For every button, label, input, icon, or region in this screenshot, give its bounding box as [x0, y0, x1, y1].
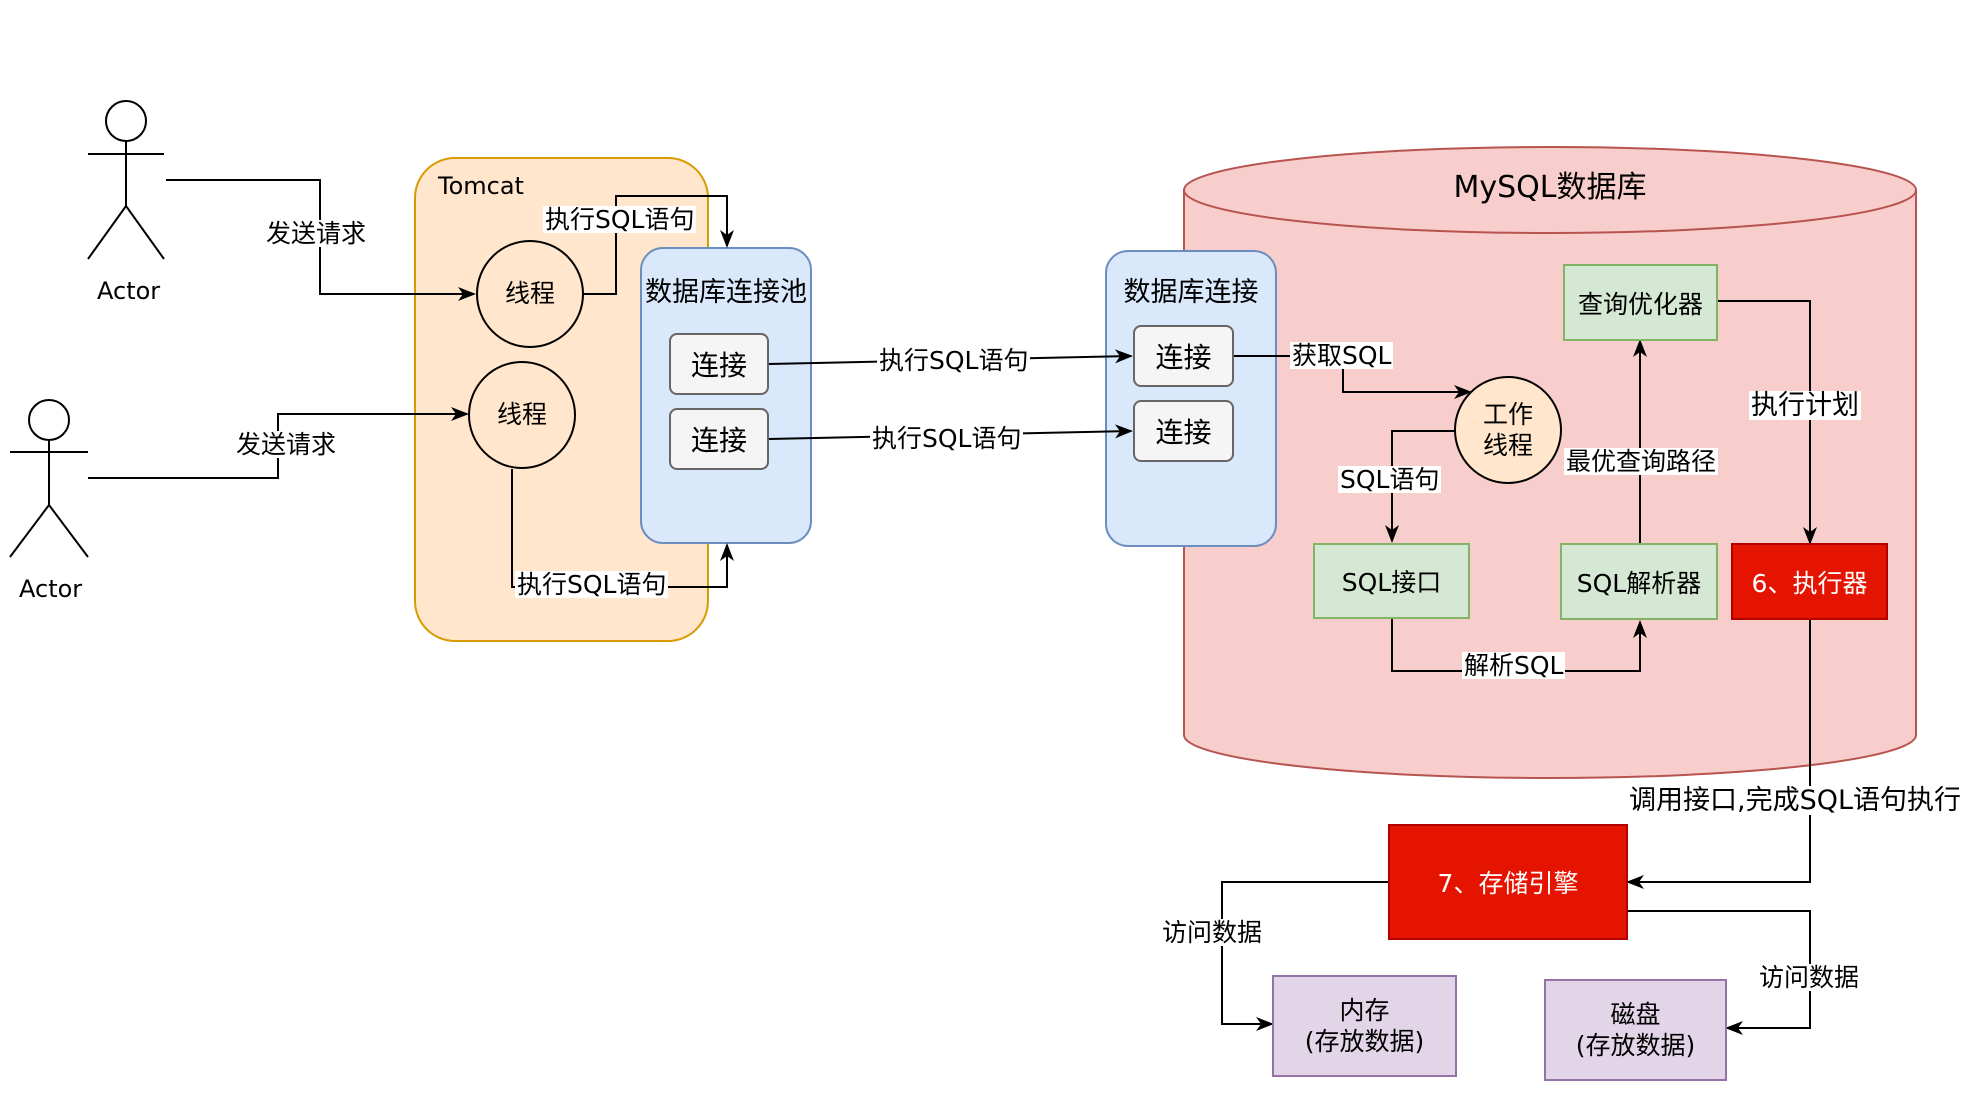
db-connection-container — [1105, 250, 1277, 547]
disk-box: 磁盘 (存放数据) — [1544, 979, 1727, 1081]
edge-optimizer-to-executor — [1717, 300, 1817, 545]
tomcat-title: Tomcat — [438, 172, 524, 200]
storage-engine: 7、存储引擎 — [1388, 824, 1628, 940]
memory-box: 内存 (存放数据) — [1272, 975, 1457, 1077]
edge-label-exec-sql-top: 执行SQL语句 — [543, 205, 697, 234]
executor: 6、执行器 — [1731, 543, 1888, 620]
actor-2-label: Actor — [19, 575, 83, 603]
actor-2-figure — [9, 399, 89, 558]
sql-parser: SQL解析器 — [1560, 543, 1718, 620]
worker-thread: 工作 线程 — [1454, 376, 1562, 484]
edge-thread-top-to-pool — [581, 195, 734, 295]
edge-label-exec-sql-link-2: 执行SQL语句 — [870, 424, 1024, 453]
edge-label-sql-statement: SQL语句 — [1338, 465, 1442, 494]
pool-connection-1: 连接 — [669, 333, 769, 395]
edge-executor-to-storage — [1626, 620, 1811, 889]
edge-label-exec-sql-bottom: 执行SQL语句 — [515, 570, 669, 599]
connection-pool-title: 数据库连接池 — [645, 277, 807, 308]
actor-1-label: Actor — [97, 277, 161, 305]
edge-label-send-request-1: 发送请求 — [264, 219, 369, 248]
pool-connection-2: 连接 — [669, 408, 769, 470]
db-connection-title: 数据库连接 — [1123, 277, 1259, 308]
edge-label-access-data-right: 访问数据 — [1757, 963, 1862, 992]
actor-1-figure — [87, 100, 165, 260]
edge-label-parse-sql: 解析SQL — [1462, 651, 1566, 680]
edge-label-send-request-2: 发送请求 — [234, 430, 339, 459]
edge-label-call-interface: 调用接口,完成SQL语句执行 — [1627, 785, 1964, 816]
db-connection-1: 连接 — [1133, 325, 1234, 387]
edge-storage-to-memory — [1221, 881, 1388, 1031]
sql-interface: SQL接口 — [1313, 543, 1470, 619]
edge-label-get-sql: 获取SQL — [1290, 341, 1394, 370]
edge-label-exec-sql-link-1: 执行SQL语句 — [877, 346, 1031, 375]
edge-label-best-path: 最优查询路径 — [1564, 447, 1719, 476]
edge-label-exec-plan: 执行计划 — [1749, 390, 1861, 421]
mysql-title: MySQL数据库 — [1453, 170, 1647, 205]
edge-db-conn-to-worker — [1234, 355, 1472, 399]
db-connection-2: 连接 — [1133, 400, 1234, 462]
edge-worker-to-sql-interface — [1385, 430, 1454, 543]
query-optimizer: 查询优化器 — [1563, 264, 1718, 341]
mysql-database-cylinder — [1183, 146, 1917, 779]
edge-label-access-data-left: 访问数据 — [1160, 918, 1265, 947]
thread-bottom: 线程 — [468, 361, 576, 469]
thread-top: 线程 — [476, 240, 584, 348]
